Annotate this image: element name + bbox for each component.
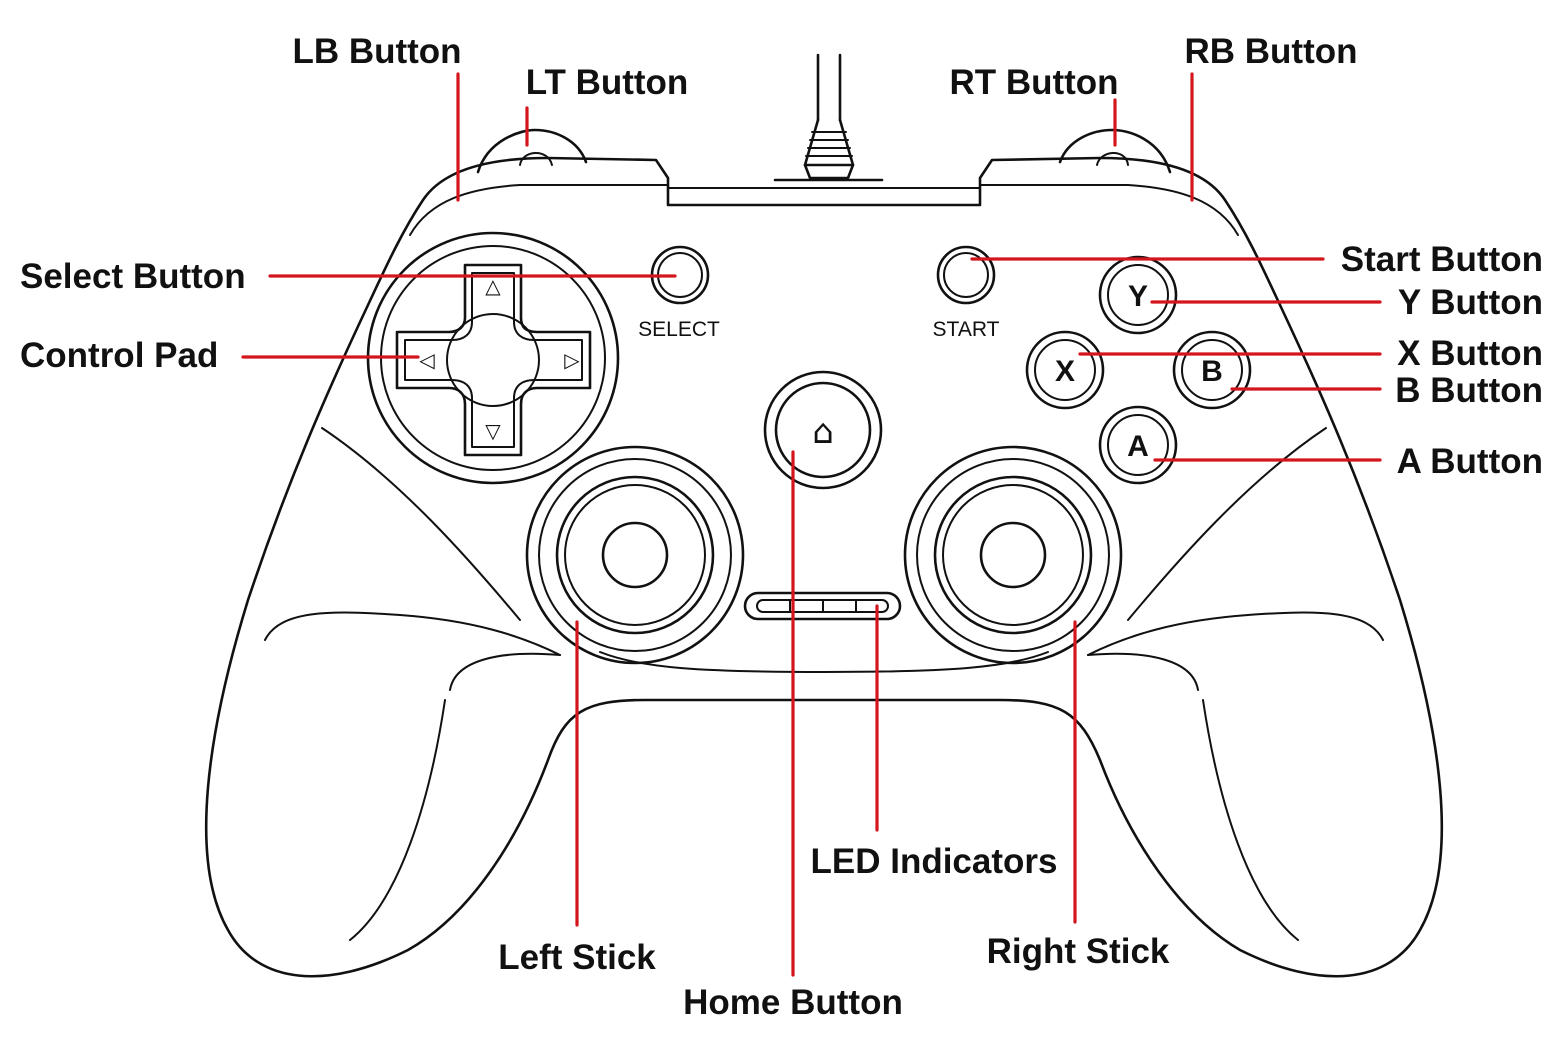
select-button-label: Select Button [20, 257, 246, 296]
callout-labels: LB Button LT Button RT Button RB Button … [20, 32, 1543, 1022]
home-button-label: Home Button [683, 983, 903, 1022]
y-button: Y [1098, 255, 1178, 335]
a-glyph: A [1127, 430, 1149, 463]
left-stick-label: Left Stick [498, 938, 656, 977]
start-button-label: Start Button [1341, 240, 1543, 279]
usb-cable [773, 53, 884, 182]
rt-button-label: RT Button [949, 63, 1118, 102]
x-button: X [1025, 330, 1105, 410]
right-stick [903, 445, 1123, 665]
b-glyph: B [1201, 355, 1223, 388]
left-trigger [476, 128, 588, 174]
select-text: SELECT [638, 318, 720, 341]
select-button: SELECT [638, 245, 720, 341]
x-button-label: X Button [1397, 334, 1543, 373]
led-indicators [743, 591, 902, 621]
controller-body [204, 156, 1444, 978]
control-pad: △ ▽ ◁ ▷ [366, 231, 620, 485]
y-glyph: Y [1128, 280, 1148, 313]
b-button-label: B Button [1395, 371, 1543, 410]
triangle-down-icon: ▽ [485, 419, 501, 443]
left-stick [525, 445, 745, 665]
a-button-label: A Button [1397, 442, 1543, 481]
triangle-up-icon: △ [485, 274, 501, 298]
right-stick-label: Right Stick [987, 932, 1170, 971]
triangle-right-icon: ▷ [564, 348, 580, 372]
start-button: START [933, 245, 1000, 341]
start-text: START [933, 318, 1000, 341]
lt-button-label: LT Button [526, 63, 689, 102]
triangle-left-icon: ◁ [418, 348, 435, 372]
lb-button-label: LB Button [292, 32, 461, 71]
led-indicators-label: LED Indicators [811, 842, 1058, 881]
rb-button-label: RB Button [1184, 32, 1357, 71]
x-glyph: X [1055, 355, 1075, 388]
y-button-label: Y Button [1398, 283, 1543, 322]
leader-lines [241, 72, 1382, 977]
home-button: ⌂ [763, 370, 883, 490]
a-button: A [1098, 405, 1178, 485]
home-icon: ⌂ [812, 412, 834, 452]
control-pad-label: Control Pad [20, 336, 218, 375]
right-trigger [1058, 128, 1172, 174]
b-button: B [1172, 330, 1252, 410]
